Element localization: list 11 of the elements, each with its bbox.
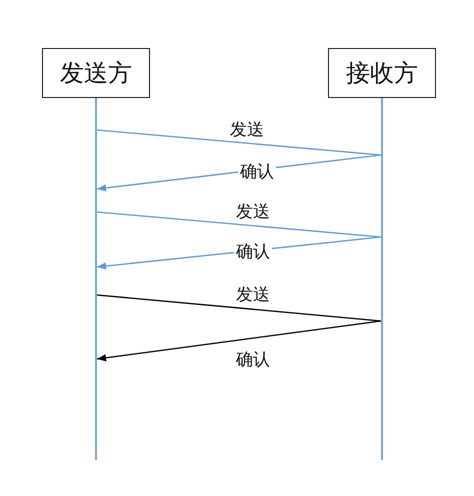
message-label: 确认 (238, 162, 276, 182)
message-arrow (96, 320, 382, 362)
lifeline (381, 98, 383, 460)
message-label: 确认 (234, 350, 272, 370)
participant-box: 发送方 (42, 48, 150, 98)
message-label: 发送 (234, 202, 272, 222)
message-label: 发送 (234, 285, 272, 305)
message-label: 发送 (228, 120, 266, 140)
message-label: 确认 (234, 242, 272, 262)
lifeline (95, 98, 97, 460)
participant-box: 接收方 (328, 48, 436, 98)
